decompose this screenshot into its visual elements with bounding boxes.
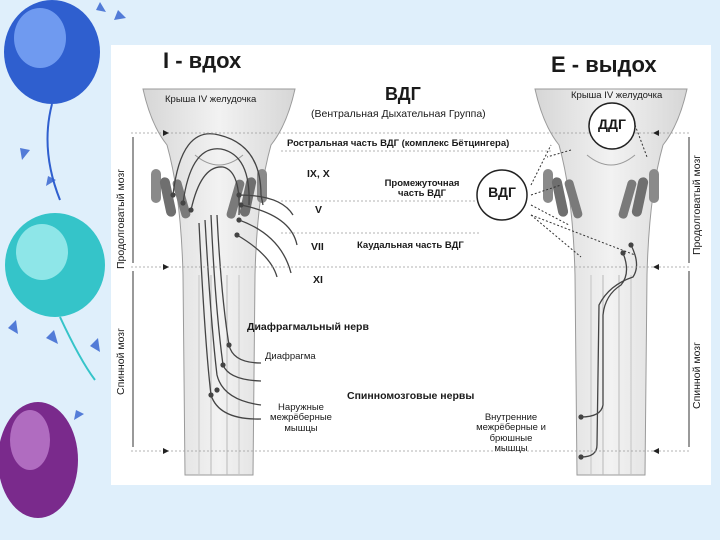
fourth-ventricle-roof-right: Крыша IV желудочка (571, 90, 663, 101)
external-intercostal-label: Наружные межрёберные мышцы (270, 402, 332, 434)
inhale-title: I - вдох (163, 48, 242, 73)
nucleus-shape (226, 179, 245, 219)
left-brainstem (142, 88, 298, 476)
expiratory-pathways (580, 244, 638, 458)
nucleus-shape (618, 179, 637, 219)
blue-balloon-icon (4, 0, 100, 201)
internal-intercostal-label: Внутренние межрёберные и брюшные мышцы (476, 412, 546, 455)
nerve-v: V (315, 204, 323, 216)
purple-balloon-icon (0, 402, 78, 518)
respiration-diagram: I - вдох E - выдох Крыша IV желудочка Кр… (111, 45, 711, 485)
vdg-circle-label: ВДГ (488, 184, 516, 200)
spinal-cord-label-left: Спинной мозг (115, 328, 127, 395)
nucleus-shape (649, 169, 659, 203)
ddg-circle-label: ДДГ (598, 116, 626, 132)
fourth-ventricle-roof-left: Крыша IV желудочка (165, 94, 257, 105)
ddg-circle (588, 102, 636, 150)
level-lines (131, 132, 691, 452)
vdg-connections (530, 144, 636, 258)
spinal-cord-label-right: Спинной мозг (691, 342, 703, 409)
nucleus-shape (159, 177, 177, 217)
nucleus-shape (631, 177, 649, 217)
brainstem-illustration (131, 88, 691, 476)
intermediate-vdg-label: Промежуточная часть ВДГ (384, 178, 460, 200)
dimension-arrow-icons (163, 130, 659, 454)
nucleus-shape (564, 179, 583, 219)
neuron-dots (170, 192, 244, 398)
nucleus-shape (172, 179, 191, 219)
caudal-vdg-label: Каудальная часть ВДГ (357, 240, 464, 251)
nucleus-shape (551, 177, 569, 217)
neuron-dots (578, 242, 634, 460)
vdg-circle (476, 169, 528, 221)
cyan-balloon-icon (5, 213, 105, 381)
nucleus-shape (239, 177, 257, 217)
vdg-full-name: (Вентральная Дыхательная Группа) (311, 108, 486, 120)
nerve-ix-x: IX, X (307, 168, 330, 180)
exhale-title: E - выдох (551, 52, 657, 77)
rostral-vdg-label: Ростральная часть ВДГ (комплекс Бётцинге… (287, 138, 510, 149)
diaphragm-label: Диафрагма (265, 351, 316, 362)
nerve-xi: XI (313, 274, 323, 286)
medulla-label-left: Продолговатый мозг (115, 168, 127, 269)
right-brainstem (534, 88, 688, 476)
nerve-vii: VII (311, 241, 324, 253)
nucleus-shape (543, 169, 553, 203)
nucleus-shape (151, 169, 161, 203)
spinal-nerves-label: Спинномозговые нервы (347, 390, 475, 402)
sparkle-icons (8, 2, 126, 420)
ddg-connections (546, 124, 648, 158)
vdg-title: ВДГ (385, 84, 421, 104)
phrenic-nerve-label: Диафрагмальный нерв (247, 321, 369, 333)
medulla-label-right: Продолговатый мозг (691, 154, 703, 255)
